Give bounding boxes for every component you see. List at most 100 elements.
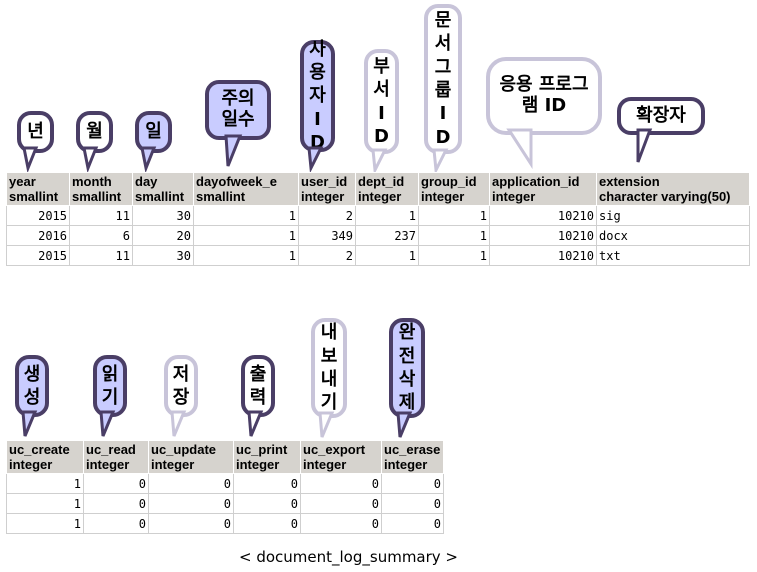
cell[interactable]: 30 — [132, 205, 194, 226]
callout-tail-application-id — [506, 128, 533, 170]
callout-dayofweek: 주의 일수 — [205, 80, 271, 140]
cell[interactable]: 1 — [6, 473, 84, 494]
cell[interactable]: 1 — [193, 225, 299, 246]
callout-tail-uc-read — [99, 410, 116, 437]
cell[interactable]: 20 — [132, 225, 194, 246]
callout-tail-year — [22, 146, 39, 174]
callout-tail-uc-create — [21, 410, 38, 437]
cell[interactable]: 0 — [300, 513, 382, 534]
cell[interactable]: txt — [596, 245, 750, 266]
table-row[interactable]: 1 0 0 0 0 0 — [6, 493, 444, 514]
cell[interactable]: 6 — [69, 225, 133, 246]
cell[interactable]: 1 — [6, 513, 84, 534]
callout-tail-group-id — [432, 148, 449, 176]
callout-uc-update: 저장 — [164, 355, 198, 417]
callout-tail-uc-print — [247, 410, 264, 437]
callout-tail-day — [140, 146, 157, 174]
cell[interactable]: sig — [596, 205, 750, 226]
cell[interactable]: 10210 — [489, 205, 597, 226]
cell[interactable]: 0 — [83, 513, 149, 534]
cell[interactable]: 237 — [355, 225, 419, 246]
callout-application-id: 응용 프로그램 ID — [486, 57, 602, 135]
cell[interactable]: 349 — [298, 225, 356, 246]
callout-group-id: 문서그룹ID — [424, 4, 462, 154]
table-row[interactable]: 2015 11 30 1 2 1 1 10210 txt — [6, 245, 750, 266]
cell[interactable]: 0 — [300, 493, 382, 514]
cell[interactable]: 0 — [381, 513, 444, 534]
figure-caption: < document_log_summary > — [239, 548, 459, 566]
cell[interactable]: 2015 — [6, 245, 70, 266]
callout-tail-dayofweek — [224, 134, 243, 167]
cell[interactable]: 0 — [381, 473, 444, 494]
cell[interactable]: 0 — [148, 493, 234, 514]
callout-tail-uc-export — [318, 411, 335, 438]
cell[interactable]: 30 — [132, 245, 194, 266]
callout-tail-uc-erase — [396, 411, 413, 438]
cell[interactable]: 1 — [418, 225, 490, 246]
callout-extension: 확장자 — [617, 97, 705, 135]
callout-tail-user-id — [307, 146, 324, 174]
cell[interactable]: 0 — [381, 493, 444, 514]
cell[interactable]: 1 — [193, 205, 299, 226]
callout-tail-dept-id — [371, 148, 388, 176]
table-row[interactable]: 2015 11 30 1 2 1 1 10210 sig — [6, 205, 750, 226]
cell[interactable]: 1 — [193, 245, 299, 266]
cell[interactable]: 11 — [69, 205, 133, 226]
cell[interactable]: 0 — [233, 493, 301, 514]
cell[interactable]: 0 — [148, 513, 234, 534]
callout-dept-id: 부서ID — [364, 49, 399, 154]
callout-user-id: 사용자ID — [300, 39, 335, 153]
callout-uc-read: 읽기 — [93, 355, 127, 417]
cell[interactable]: 1 — [355, 245, 419, 266]
cell[interactable]: 2 — [298, 205, 356, 226]
cell[interactable]: 0 — [300, 473, 382, 494]
cell[interactable]: 2015 — [6, 205, 70, 226]
cell[interactable]: docx — [596, 225, 750, 246]
cell[interactable]: 1 — [6, 493, 84, 514]
table-row[interactable]: 1 0 0 0 0 0 — [6, 473, 444, 494]
table-row[interactable]: 2016 6 20 1 349 237 1 10210 docx — [6, 225, 750, 246]
cell[interactable]: 0 — [233, 513, 301, 534]
table-row[interactable]: 1 0 0 0 0 0 — [6, 513, 444, 534]
cell[interactable]: 0 — [83, 493, 149, 514]
cell[interactable]: 1 — [418, 245, 490, 266]
callout-day: 일 — [135, 111, 172, 153]
cell[interactable]: 2 — [298, 245, 356, 266]
callout-uc-export: 내보내기 — [311, 318, 347, 418]
cell[interactable]: 0 — [233, 473, 301, 494]
cell[interactable]: 10210 — [489, 245, 597, 266]
callout-uc-create: 생성 — [15, 355, 49, 417]
cell[interactable]: 0 — [148, 473, 234, 494]
callout-tail-extension — [636, 128, 653, 163]
cell[interactable]: 2016 — [6, 225, 70, 246]
callout-year: 년 — [17, 111, 54, 153]
cell[interactable]: 0 — [83, 473, 149, 494]
cell[interactable]: 1 — [355, 205, 419, 226]
cell[interactable]: 1 — [418, 205, 490, 226]
callout-uc-erase: 완전삭제 — [389, 318, 425, 418]
callout-tail-month — [82, 146, 99, 174]
callout-tail-uc-update — [170, 410, 187, 437]
cell[interactable]: 10210 — [489, 225, 597, 246]
cell[interactable]: 11 — [69, 245, 133, 266]
callout-uc-print: 출력 — [241, 355, 275, 417]
